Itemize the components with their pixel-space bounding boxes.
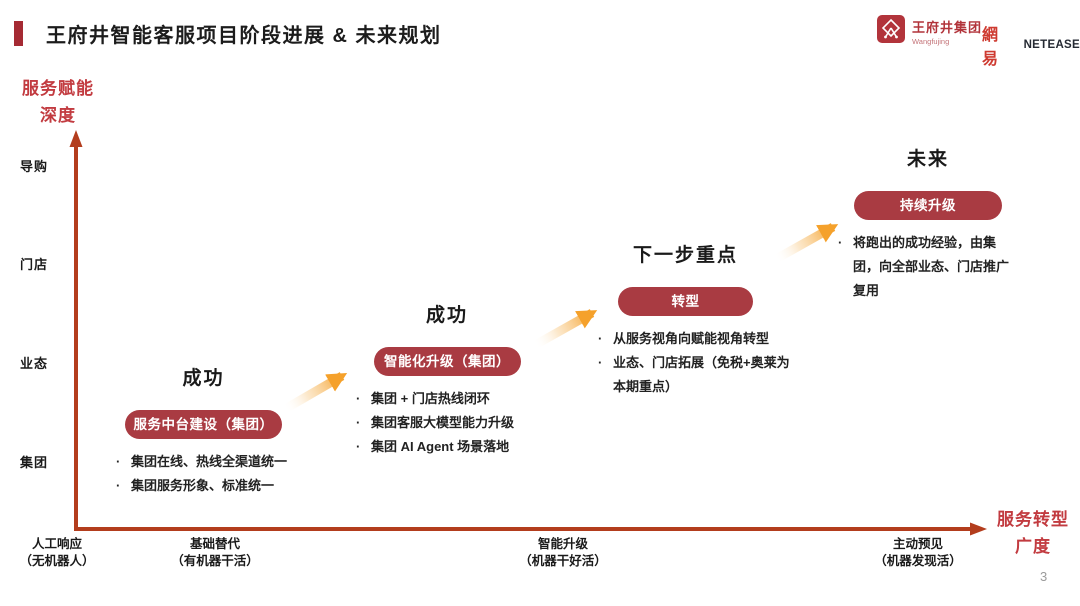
wangfujing-logo-text: 王府井集团 [912, 20, 983, 35]
bullet-item: · 从服务视角向赋能视角转型 [598, 327, 793, 351]
y-axis-title-line2: 深度 [40, 106, 76, 125]
page-title: 王府井智能客服项目阶段进展 & 未来规划 [46, 25, 442, 47]
bullet-text: 业态、门店拓展（免税+奥莱为本期重点） [613, 355, 790, 394]
bullet-item: · 集团服务形象、标准统一 [116, 474, 299, 498]
bullet-text: 将跑出的成功经验，由集团，向全部业态、门店推广复用 [853, 235, 1010, 298]
x-tick-line1: 基础替代 [189, 537, 240, 551]
x-tick-line2: （机器发现活） [874, 554, 962, 568]
bullet-item: · 将跑出的成功经验，由集团，向全部业态、门店推广复用 [838, 231, 1026, 303]
page-number: 3 [1040, 569, 1048, 584]
x-tick-basic-substitution: 基础替代 （有机器干活） [155, 536, 275, 570]
x-tick-line1: 智能升级 [537, 537, 588, 551]
title-accent-bar [14, 21, 23, 46]
bullet-dot-icon: · [356, 415, 361, 430]
bullet-text: 集团 AI Agent 场景落地 [371, 439, 510, 454]
x-axis-arrowhead-icon [970, 522, 987, 536]
stage-4-future: 未来 持续升级 · 将跑出的成功经验，由集团，向全部业态、门店推广复用 [830, 144, 1026, 303]
stage-1-service-platform: 成功 服务中台建设（集团） · 集团在线、热线全渠道统一 · 集团服务形象、标准统一 [108, 363, 299, 498]
y-axis-title: 服务赋能 深度 [6, 75, 110, 129]
stage-title: 下一步重点 [632, 245, 738, 266]
bullet-text: 集团在线、热线全渠道统一 [131, 454, 288, 469]
x-tick-manual-response: 人工响应 （无机器人） [7, 536, 107, 570]
x-tick-line2: （无机器人） [19, 554, 95, 568]
bullet-text: 集团 + 门店热线闭环 [371, 391, 490, 406]
y-axis-title-line1: 服务赋能 [22, 79, 94, 98]
bullet-dot-icon: · [598, 331, 603, 346]
netease-logo-en: NETEASE [1023, 39, 1080, 51]
y-tick-mendian: 门店 [19, 257, 48, 272]
x-tick-line2: （有机器干活） [171, 554, 259, 568]
y-tick-yetai: 业态 [19, 356, 48, 371]
bullet-text: 从服务视角向赋能视角转型 [613, 331, 770, 346]
netease-logo-cn: 網易 [982, 27, 1001, 68]
stage-bullets: · 集团 + 门店热线闭环 · 集团客服大模型能力升级 · 集团 AI Agent 场… [351, 387, 543, 459]
stage-3-transformation: 下一步重点 转型 · 从服务视角向赋能视角转型 · 业态、门店拓展（免税+奥莱为本期… [578, 240, 793, 399]
x-tick-line2: （机器干好活） [519, 554, 607, 568]
stage-2-intelligent-upgrade: 成功 智能化升级（集团） · 集团 + 门店热线闭环 · 集团客服大模型能力升级 ·… [351, 300, 543, 459]
bullet-item: · 集团 + 门店热线闭环 [356, 387, 543, 411]
stage-badge: 转型 [618, 287, 753, 316]
wangfujing-logo-subtext: Wangfujing [912, 37, 950, 46]
netease-logo: 網易 NETEASE [982, 21, 1080, 69]
y-tick-jituan: 集团 [19, 455, 48, 470]
wangfujing-logo: 王府井集团 Wangfujing [877, 15, 982, 48]
stage-title: 成功 [182, 368, 225, 389]
x-tick-proactive-foresight: 主动预见 （机器发现活） [858, 536, 978, 570]
bullet-dot-icon: · [116, 454, 121, 469]
bullet-item: · 业态、门店拓展（免税+奥莱为本期重点） [598, 351, 793, 399]
stage-badge: 持续升级 [854, 191, 1002, 220]
stage-title: 成功 [425, 305, 468, 326]
x-tick-intelligent-upgrade: 智能升级 （机器干好活） [503, 536, 623, 570]
stage-bullets: · 将跑出的成功经验，由集团，向全部业态、门店推广复用 [830, 231, 1026, 303]
wangfujing-logo-icon [877, 15, 905, 48]
bullet-dot-icon: · [356, 391, 361, 406]
stage-badge: 服务中台建设（集团） [125, 410, 282, 439]
x-tick-line1: 人工响应 [31, 537, 82, 551]
x-tick-line1: 主动预见 [892, 537, 943, 551]
stage-bullets: · 集团在线、热线全渠道统一 · 集团服务形象、标准统一 [108, 450, 299, 498]
stage-title: 未来 [906, 149, 949, 170]
bullet-dot-icon: · [116, 478, 121, 493]
bullet-item: · 集团在线、热线全渠道统一 [116, 450, 299, 474]
bullet-item: · 集团客服大模型能力升级 [356, 411, 543, 435]
bullet-text: 集团服务形象、标准统一 [131, 478, 275, 493]
y-axis-arrowhead-icon [69, 130, 83, 147]
x-axis-title-line1: 服务转型 [997, 510, 1069, 529]
x-axis-title-line2: 广度 [1015, 537, 1051, 556]
bullet-dot-icon: · [598, 355, 603, 370]
bullet-item: · 集团 AI Agent 场景落地 [356, 435, 543, 459]
bullet-text: 集团客服大模型能力升级 [371, 415, 515, 430]
bullet-dot-icon: · [356, 439, 361, 454]
x-axis-title: 服务转型 广度 [986, 506, 1080, 560]
stage-badge: 智能化升级（集团） [373, 347, 521, 376]
y-tick-daogou: 导购 [19, 159, 48, 174]
bullet-dot-icon: · [838, 235, 843, 250]
stage-bullets: · 从服务视角向赋能视角转型 · 业态、门店拓展（免税+奥莱为本期重点） [578, 327, 793, 399]
